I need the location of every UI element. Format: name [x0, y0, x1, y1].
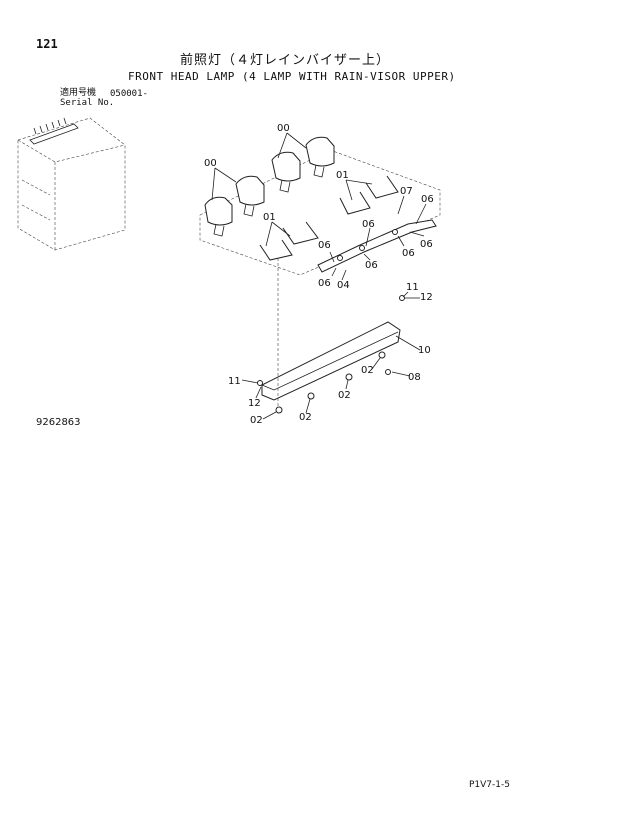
rain-visor — [261, 321, 401, 401]
callout-clip: 06 — [420, 239, 433, 250]
page-title-english: FRONT HEAD LAMP (4 LAMP WITH RAIN-VISOR … — [128, 70, 456, 83]
lamp-bracket — [259, 239, 293, 261]
callout-clip: 06 — [318, 278, 331, 289]
callout-bracket: 01 — [336, 170, 349, 181]
clip — [359, 245, 365, 251]
leader-lines — [211, 132, 427, 420]
callout-clip: 06 — [402, 248, 415, 259]
bolt — [345, 373, 353, 381]
bolt — [275, 406, 283, 414]
callout-clip: 06 — [362, 219, 375, 230]
washer — [385, 369, 391, 375]
callout-visor: 10 — [418, 345, 431, 356]
callout-bracket: 01 — [263, 212, 276, 223]
page-code: P1V7-1-5 — [469, 780, 510, 790]
head-lamp — [235, 175, 265, 217]
clip — [392, 229, 398, 235]
page-number: 121 — [36, 37, 58, 51]
callout-clip: 06 — [365, 260, 378, 271]
lamp-bracket-group — [259, 175, 399, 261]
head-lamp-group — [204, 136, 335, 237]
callout-bolt: 02 — [338, 390, 351, 401]
head-lamp — [305, 136, 335, 178]
callout-screw: 11 — [228, 376, 241, 387]
callout-washer: 08 — [408, 372, 421, 383]
head-lamp — [271, 151, 301, 193]
callout-bolt: 02 — [299, 412, 312, 423]
cab-location-thumbnail — [17, 117, 126, 251]
serial-label-japanese: 適用号機 — [60, 88, 97, 98]
callout-bolt: 02 — [361, 365, 374, 376]
figure-number: 9262863 — [36, 417, 81, 428]
serial-label-english: Serial No. — [60, 98, 115, 108]
callout-cover: 07 — [400, 186, 413, 197]
callout-bolt: 02 — [250, 415, 263, 426]
callout-harness: 04 — [337, 280, 350, 291]
clip — [337, 255, 343, 261]
callout-lamp: 00 — [277, 123, 290, 134]
callout-screw: 11 — [406, 282, 419, 293]
callout-nut: 12 — [420, 292, 433, 303]
fastener-group — [257, 295, 405, 414]
bolt — [378, 351, 386, 359]
page-title-japanese: 前照灯（４灯レインバイザー上） — [180, 53, 391, 68]
callout-lamp: 00 — [204, 158, 217, 169]
callout-clip: 06 — [421, 194, 434, 205]
lamp-bracket — [282, 221, 319, 245]
nut — [257, 380, 263, 386]
callout-nut: 12 — [248, 398, 261, 409]
lamp-harness — [317, 219, 437, 273]
lamp-bracket — [365, 175, 399, 199]
serial-number-value: 050001- — [110, 89, 148, 99]
head-lamp — [204, 196, 233, 237]
callout-clip: 06 — [318, 240, 331, 251]
bolt — [307, 392, 315, 400]
lamp-bracket — [339, 191, 371, 215]
